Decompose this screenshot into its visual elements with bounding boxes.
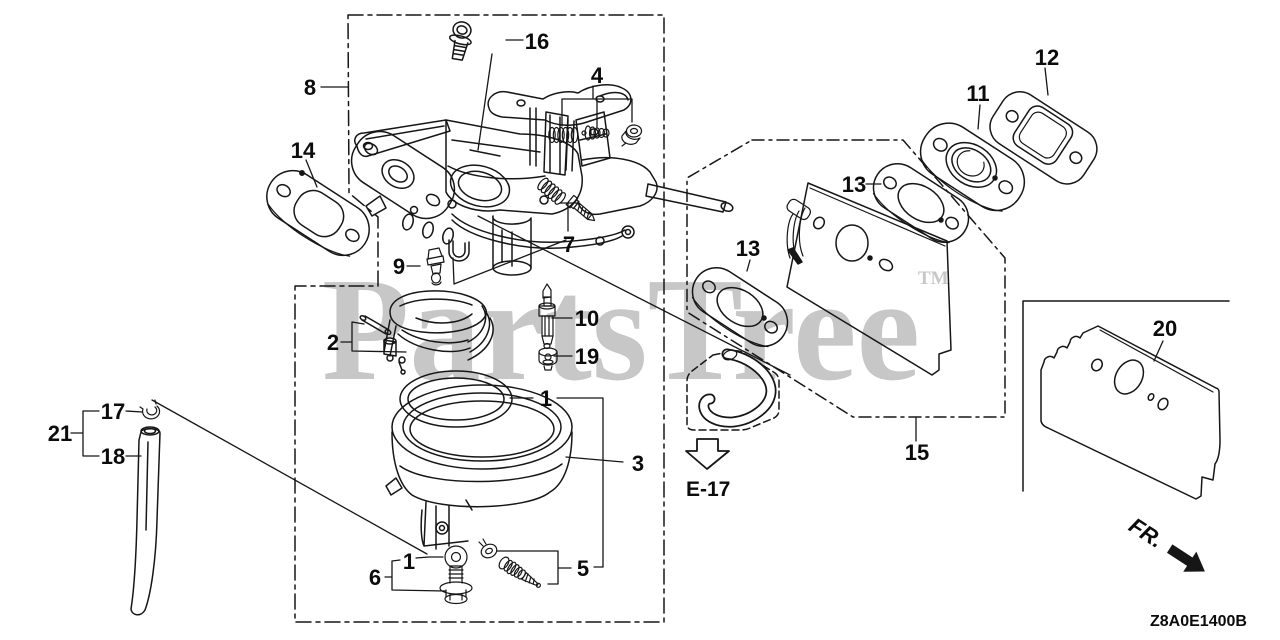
shield-group-box [1022,300,1230,492]
diagram-code: Z8A0E1400B [1150,613,1247,630]
callout-20: 20 [1153,316,1177,341]
callout-10: 10 [575,306,599,331]
part-3-float-bowl-drawing [385,384,573,550]
callout-1-washer: 1 [403,549,415,574]
fr-label: FR. [1125,513,1168,553]
callout-16: 16 [525,29,549,54]
part-13-lower-gasket-drawing [691,267,789,348]
callout-8: 8 [304,75,316,100]
callout-leader-lines [70,39,1164,592]
e17-tube-core [700,350,775,426]
callout-13-lower: 13 [736,236,760,261]
part-12-gasket-drawing [989,91,1098,185]
e17-label: E-17 [686,478,730,501]
front-direction-indicator: FR. [1125,513,1205,572]
part-5-screw-set-drawing [478,538,541,588]
part-13-upper-gasket-drawing [872,163,970,244]
callout-5: 5 [577,556,589,581]
callout-19: 19 [575,344,599,369]
callout-7: 7 [563,232,575,257]
part-17-clip-drawing [139,399,161,420]
part-6-drain-bolt-drawing [439,545,473,605]
part-2-float-drawing [359,290,494,375]
group-boxes [294,14,1230,623]
callout-labels: 16 8 4 14 7 9 2 10 19 1 3 1 6 5 17 21 18… [48,29,1177,590]
callout-2: 2 [327,330,339,355]
part-14-gasket-drawing [266,169,370,257]
callout-21: 21 [48,421,72,446]
callout-4: 4 [591,63,604,88]
float-pin-drawing [361,315,390,335]
watermark-tm: TM [918,268,949,289]
part-11-spacer-drawing [919,122,1026,212]
callout-6: 6 [369,565,381,590]
fr-arrow-icon [1166,544,1205,572]
gasket-group-box [686,139,1006,418]
part-9-float-valve-drawing [426,247,445,286]
part-16-bolt-drawing [448,21,472,61]
part-15-insulator-plate-drawing [786,182,952,376]
part-18-tube-drawing [130,426,161,616]
callout-15: 15 [905,440,929,465]
callout-17: 17 [101,399,125,424]
part-1-oring-drawing [399,370,513,428]
callout-3: 3 [632,451,644,476]
part-1-washer-drawing [444,545,468,569]
callout-1-ring: 1 [540,386,552,411]
callout-18: 18 [101,444,125,469]
part-4-spring-set-drawing [548,124,643,147]
callout-12: 12 [1035,45,1059,70]
part-20-shield-drawing [1040,325,1221,500]
callout-11: 11 [966,81,989,106]
carburetor-group-box [294,14,665,623]
part-7-screw-spring-drawing [537,177,596,222]
cross-reference-e17: E-17 [685,348,780,501]
callout-13-upper: 13 [842,172,866,197]
callout-9: 9 [393,254,405,279]
callout-14: 14 [291,138,316,163]
e17-down-arrow-icon [685,438,730,470]
part-19-jet-drawing [538,347,558,371]
